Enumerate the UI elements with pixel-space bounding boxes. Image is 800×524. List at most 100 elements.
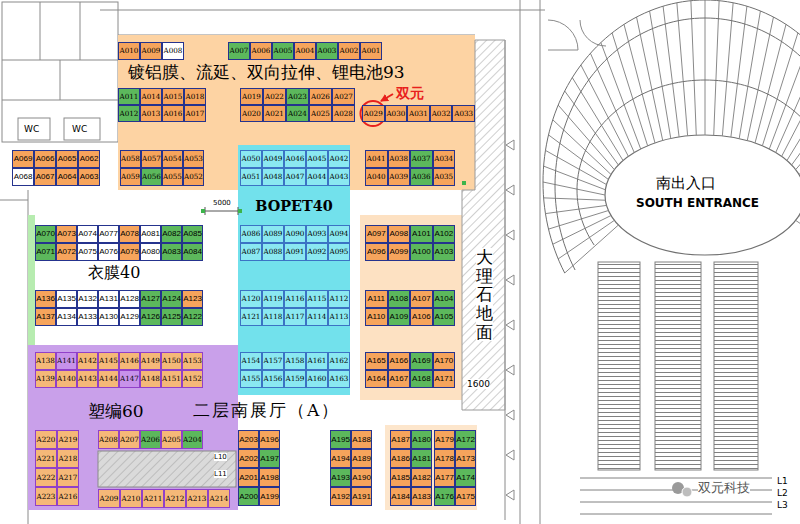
hall-name: 二层南展厅（A） (193, 401, 340, 421)
booth-number: A049 (264, 155, 283, 163)
booth-number: A016 (164, 110, 183, 118)
booth-box: A160 (306, 370, 328, 388)
booth-box: A009 (140, 42, 162, 60)
step-line (637, 17, 663, 141)
booth-number: A093 (308, 230, 327, 238)
booth-box: A091 (284, 243, 306, 261)
booth-box: A206 (140, 430, 161, 449)
booth-box: A095 (328, 243, 350, 261)
booth-number: A205 (162, 436, 181, 444)
booth-box: A135 (56, 290, 77, 308)
booth-number: A033 (454, 110, 473, 118)
booth-number: A208 (99, 436, 118, 444)
booth-box: A042 (328, 150, 350, 168)
booth-box: A150 (161, 352, 182, 370)
booth-number: A118 (264, 313, 283, 321)
booth-box: A218 (57, 449, 79, 468)
booth-number: A069 (14, 155, 33, 163)
booth-number: A190 (352, 474, 371, 482)
booth-box: A138 (35, 352, 56, 370)
booth-box: A194 (330, 449, 351, 468)
booth-box: A220 (35, 430, 57, 449)
step-line (799, 216, 800, 245)
booth-box: A130 (98, 308, 119, 326)
booth-number: A156 (264, 375, 283, 383)
booth-box: A043 (328, 168, 350, 186)
booth-number: A182 (412, 474, 431, 482)
booth-number: A085 (183, 230, 202, 238)
booth-box: A195 (330, 430, 351, 449)
booth-number: A197 (260, 455, 279, 463)
entry-triangle (506, 320, 514, 330)
booth-number: A057 (142, 155, 161, 163)
wall-lines (0, 10, 545, 524)
wall-outline (2, 2, 118, 142)
booth-number: A037 (412, 155, 431, 163)
booth-number: A179 (435, 436, 454, 444)
booth-box: A192 (330, 487, 351, 506)
booth-number: A158 (286, 357, 305, 365)
booth-number: A013 (142, 110, 161, 118)
booth-number: A112 (330, 295, 349, 303)
booth-box: A021 (263, 105, 286, 122)
step-line (565, 91, 619, 165)
step-line (796, 220, 800, 259)
booth-box: A055 (162, 168, 183, 186)
booth-box: A052 (183, 168, 204, 186)
booth-box: A078 (119, 225, 140, 243)
booth-box: A007 (228, 42, 250, 60)
booth-box: A026 (309, 88, 332, 105)
booth-number: A210 (122, 495, 141, 503)
booth-number: A126 (141, 313, 160, 321)
booth-box: A158 (284, 352, 306, 370)
booth-box: A082 (161, 225, 182, 243)
booth-box: A027 (332, 88, 355, 105)
step-line (545, 205, 606, 213)
booth-box: A214 (208, 489, 230, 508)
stadium-rim (577, 80, 800, 245)
booth-number: A078 (120, 230, 139, 238)
booth-box: A018 (184, 88, 206, 105)
booth-number: A130 (99, 313, 118, 321)
booth-number: A048 (264, 173, 283, 181)
booth-box: A012 (118, 105, 140, 122)
booth-number: A135 (57, 295, 76, 303)
booth-number: A040 (367, 173, 386, 181)
booth-box: A054 (162, 150, 183, 168)
booth-box: A044 (306, 168, 328, 186)
booth-box: A144 (98, 370, 119, 388)
booth-number: A075 (78, 248, 97, 256)
booth-box: A124 (161, 290, 182, 308)
booth-box: A145 (98, 352, 119, 370)
booth-box: A094 (328, 225, 350, 243)
booth-number: A011 (120, 93, 139, 101)
booth-box: A104 (433, 290, 456, 308)
step-line (799, 120, 800, 175)
zone-fill (118, 35, 475, 190)
booth-box: A081 (140, 225, 161, 243)
booth-box: A128 (119, 290, 140, 308)
ramp-lines (580, 478, 772, 514)
booth-number: A162 (330, 357, 349, 365)
booth-box: A077 (98, 225, 119, 243)
step-line (581, 65, 628, 156)
booth-box: A025 (309, 105, 332, 122)
booth-box: A132 (77, 290, 98, 308)
booth-box: A086 (240, 225, 262, 243)
booth-box: A168 (410, 370, 433, 388)
step-line (590, 53, 634, 152)
booth-box: A031 (407, 105, 430, 122)
booth-box: A161 (306, 352, 328, 370)
booth-box: A005 (272, 42, 294, 60)
booth-number: A074 (78, 230, 97, 238)
booth-box: A017 (184, 105, 206, 122)
booth-number: A099 (389, 248, 408, 256)
booth-number: A012 (120, 110, 139, 118)
booth-box: A103 (433, 243, 456, 261)
level-label: L3 (777, 500, 788, 510)
booth-number: A154 (242, 357, 261, 365)
booth-number: A198 (260, 474, 279, 482)
escalator-area (98, 451, 236, 487)
booth-number: A077 (99, 230, 118, 238)
